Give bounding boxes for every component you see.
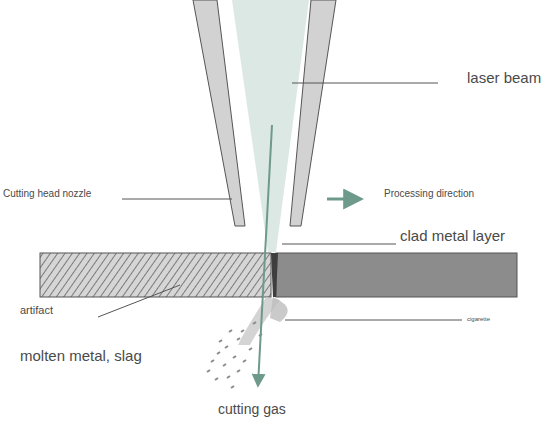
- slag-droplet: [207, 370, 210, 372]
- part-label: artifact: [20, 304, 53, 316]
- slag-droplet: [241, 330, 244, 332]
- direction-arrow: [327, 198, 360, 201]
- part-label: cutting gas: [218, 402, 286, 417]
- leader-line: [282, 244, 396, 245]
- leader-line: [122, 199, 232, 200]
- slag-droplet: [231, 386, 234, 388]
- slag-droplet: [225, 346, 228, 348]
- part-label: molten metal, slag: [20, 348, 142, 365]
- slag-droplet: [223, 364, 226, 366]
- part-label: Cutting head nozzle: [3, 188, 91, 199]
- slag-droplet: [227, 376, 230, 378]
- slag-droplet: [217, 352, 220, 354]
- slag-droplet: [229, 330, 232, 332]
- slag-droplet: [253, 322, 256, 324]
- slag-droplet: [219, 340, 222, 342]
- slag-droplet: [211, 360, 214, 362]
- leader-line: [285, 320, 462, 321]
- part-label: laser beam: [467, 70, 541, 87]
- cutting-gas-arrow: [258, 125, 272, 385]
- slag-droplet: [249, 348, 252, 350]
- part-label: clad metal layer: [400, 228, 505, 245]
- leader-line: [292, 83, 438, 84]
- part-label: Processing direction: [384, 188, 474, 199]
- clad-metal-layer: [271, 253, 278, 297]
- workpiece-uncut: [276, 253, 517, 297]
- artifact-hatched: [40, 253, 271, 297]
- slag-droplet: [237, 370, 240, 372]
- slag-droplets: [207, 322, 262, 388]
- nozzle-wall: [290, 0, 336, 226]
- slag-droplet: [215, 378, 218, 380]
- slag-plume: [270, 297, 288, 322]
- slag-droplet: [233, 356, 236, 358]
- part-label: cigarette: [467, 316, 490, 323]
- leader-lines: [98, 83, 462, 320]
- leader-line: [98, 285, 180, 317]
- slag-droplet: [243, 360, 246, 362]
- slag-droplet: [237, 338, 240, 340]
- nozzle-wall: [193, 0, 245, 226]
